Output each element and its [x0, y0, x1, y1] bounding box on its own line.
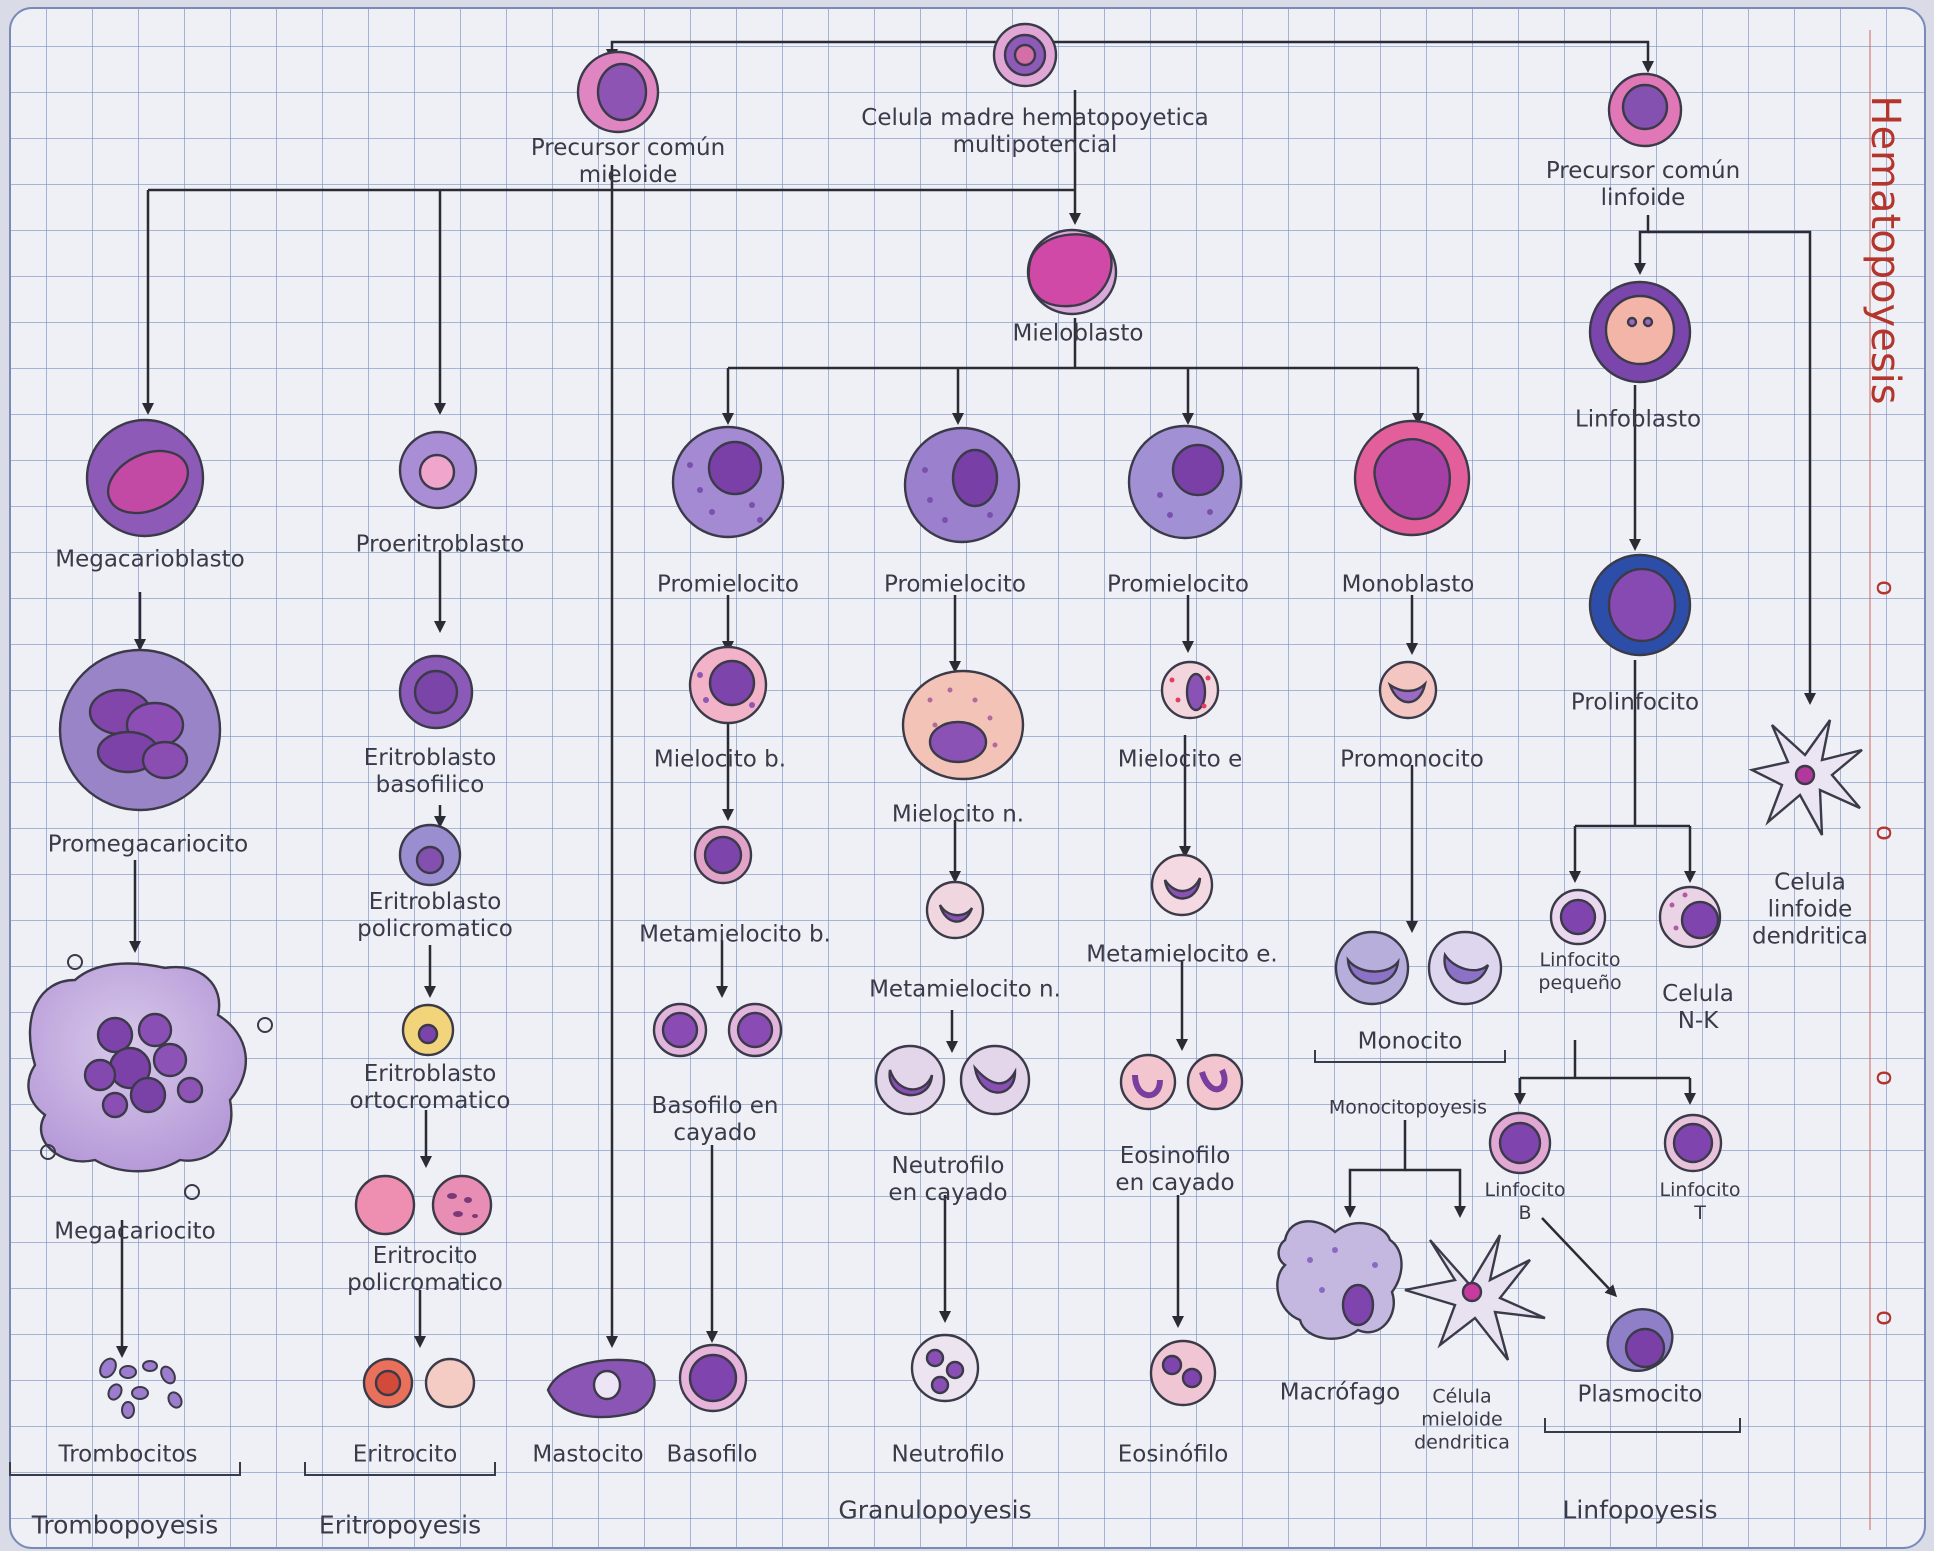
- label-prolymphocyte: Prolinfocito: [1571, 690, 1699, 717]
- promyelocyte-n-cell: [905, 428, 1019, 542]
- margin-mark: o: [1870, 1310, 1900, 1326]
- stem-cell: [994, 24, 1056, 86]
- label-eosinophil: Eosinófilo: [1118, 1442, 1229, 1469]
- label-plasmocyte: Plasmocito: [1578, 1382, 1703, 1409]
- label-b-lymphocyte: Linfocito B: [1484, 1179, 1565, 1225]
- label-nk-cell: Celula N-K: [1662, 981, 1734, 1035]
- promyelocyte-e-cell: [1129, 426, 1241, 538]
- label-eosinophil-band: Eosinofilo en cayado: [1115, 1143, 1234, 1197]
- label-t-lymphocyte: Linfocito T: [1659, 1179, 1740, 1225]
- label-megakaryocyte: Megacariocito: [54, 1219, 215, 1246]
- metamyelocyte-b-cell: [695, 827, 751, 883]
- promegakaryocyte-cell: [60, 650, 220, 810]
- label-myeloid-dendritic: Célula mieloide dendritica: [1414, 1386, 1510, 1455]
- clp-cell: [1609, 74, 1681, 146]
- label-myelocyte-b: Mielocito b.: [654, 747, 786, 774]
- lymphoblast-cell: [1590, 282, 1690, 382]
- label-promegakaryocyte: Promegacariocito: [48, 832, 249, 859]
- label-promyelocyte-b: Promielocito: [657, 572, 799, 599]
- nk-cell: [1660, 887, 1720, 947]
- label-neutrophil: Neutrofilo: [892, 1442, 1005, 1469]
- label-basophil-band: Basofilo en cayado: [652, 1093, 779, 1147]
- label-lymphoblast: Linfoblasto: [1575, 407, 1701, 434]
- label-proerythroblast: Proeritroblasto: [356, 532, 525, 559]
- b-lymphocyte-cell: [1490, 1113, 1550, 1173]
- label-granulopoiesis: Granulopoyesis: [838, 1497, 1031, 1524]
- myelocyte-b-cell: [690, 647, 766, 723]
- prolymphocyte-cell: [1590, 555, 1690, 655]
- label-lymphopoiesis: Linfopoyesis: [1562, 1497, 1717, 1524]
- label-ery-polychromatic: Eritroblasto policromatico: [357, 889, 513, 943]
- label-promyelocyte-e: Promielocito: [1107, 572, 1249, 599]
- myelocyte-n-cell: [903, 671, 1023, 779]
- neutrophil-cell: [912, 1335, 978, 1401]
- monoblast-cell: [1355, 421, 1469, 535]
- proerythroblast-cell: [400, 432, 476, 508]
- promyelocyte-b-cell: [673, 427, 783, 537]
- eosinophil-cell: [1151, 1341, 1215, 1405]
- megakaryoblast-cell: [87, 420, 203, 536]
- label-metamyelocyte-b: Metamielocito b.: [639, 922, 831, 949]
- label-ery-basophilic: Eritroblasto basofilico: [364, 745, 497, 799]
- myeloblast-cell: [1028, 230, 1116, 314]
- metamyelocyte-e-cell: [1152, 855, 1212, 915]
- label-ery-orthochromatic: Eritroblasto ortocromatico: [350, 1061, 511, 1115]
- label-metamyelocyte-n: Metamielocito n.: [869, 977, 1061, 1004]
- label-neutrophil-band: Neutrofilo en cayado: [888, 1153, 1007, 1207]
- label-thrombocytes: Trombocitos: [59, 1442, 198, 1469]
- label-polychromatic-erythrocyte: Eritrocito policromatico: [347, 1243, 503, 1297]
- orthochromatic-erythroblast-cell: [403, 1005, 453, 1055]
- label-small-lymphocyte: Linfocito pequeño: [1538, 949, 1621, 995]
- label-metamyelocyte-e: Metamielocito e.: [1086, 942, 1277, 969]
- cmp-cell: [578, 52, 658, 132]
- margin-mark: o: [1870, 825, 1900, 841]
- label-macrophage: Macrófago: [1280, 1380, 1400, 1407]
- label-cmp: Precursor común mieloide: [531, 135, 725, 189]
- polychromatic-erythroblast-cell: [400, 825, 460, 885]
- small-lymphocyte-cell: [1551, 890, 1605, 944]
- margin-mark: o: [1870, 580, 1900, 596]
- label-monocyte: Monocito: [1358, 1029, 1463, 1056]
- label-thrombopoiesis: Trombopoyesis: [32, 1512, 218, 1539]
- label-clp: Precursor común linfoide: [1546, 158, 1740, 212]
- label-basophil: Basofilo: [667, 1442, 758, 1469]
- margin-mark: o: [1870, 1070, 1900, 1086]
- basophilic-erythroblast-cell: [400, 656, 472, 728]
- t-lymphocyte-cell: [1665, 1115, 1721, 1171]
- promonocyte-cell: [1380, 662, 1436, 718]
- label-stem-cell: Celula madre hematopoyetica multipotenci…: [861, 105, 1208, 159]
- label-lymphoid-dendritic: Celula linfoide dendritica: [1752, 870, 1868, 951]
- label-myeloblast: Mieloblasto: [1012, 321, 1143, 348]
- label-promyelocyte-n: Promielocito: [884, 572, 1026, 599]
- label-erythropoiesis: Eritropoyesis: [319, 1512, 481, 1539]
- label-mastocyte: Mastocito: [532, 1442, 643, 1469]
- basophil-cell: [680, 1345, 746, 1411]
- label-myelocyte-n: Mielocito n.: [892, 802, 1024, 829]
- megakaryocyte-cell: [28, 964, 245, 1172]
- label-myelocyte-e: Mielocito e: [1118, 747, 1242, 774]
- label-promonocyte: Promonocito: [1340, 747, 1484, 774]
- label-monoblast: Monoblasto: [1342, 572, 1475, 599]
- label-monocytopoiesis: Monocitopoyesis: [1329, 1097, 1487, 1120]
- metamyelocyte-n-cell: [927, 882, 983, 938]
- myelocyte-e-cell: [1162, 662, 1218, 718]
- label-erythrocyte: Eritrocito: [353, 1442, 458, 1469]
- diagram-title: Hematopoyesis: [1862, 95, 1908, 404]
- label-megakaryoblast: Megacarioblasto: [55, 547, 245, 574]
